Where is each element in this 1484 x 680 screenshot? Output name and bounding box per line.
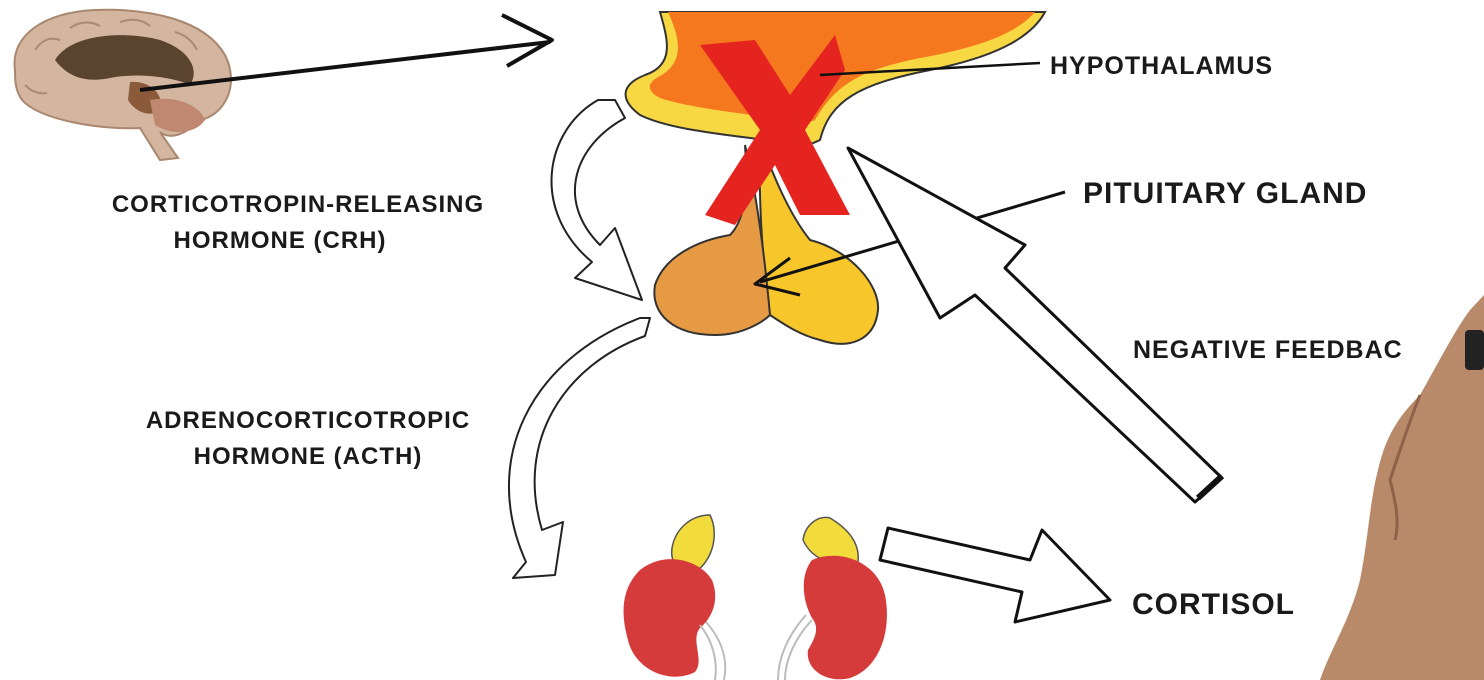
acth-label-line2: HORMONE (ACTH) (194, 443, 423, 470)
hypothalamus-label: HYPOTHALAMUS (1050, 52, 1273, 80)
cortisol-label: CORTISOL (1132, 588, 1295, 621)
crh-arrow (552, 100, 642, 300)
cortisol-arrow (880, 528, 1110, 622)
kidney-icon (624, 515, 887, 680)
negative-feedback-label: NEGATIVE FEEDBAC (1133, 336, 1403, 364)
acth-label-line1: ADRENOCORTICOTROPIC (146, 407, 470, 434)
pituitary-label: PITUITARY GLAND (1083, 177, 1367, 210)
crh-label-line1: CORTICOTROPIN-RELEASING (112, 191, 484, 218)
crh-label-line2: HORMONE (CRH) (174, 227, 387, 254)
acth-arrow (509, 318, 650, 578)
